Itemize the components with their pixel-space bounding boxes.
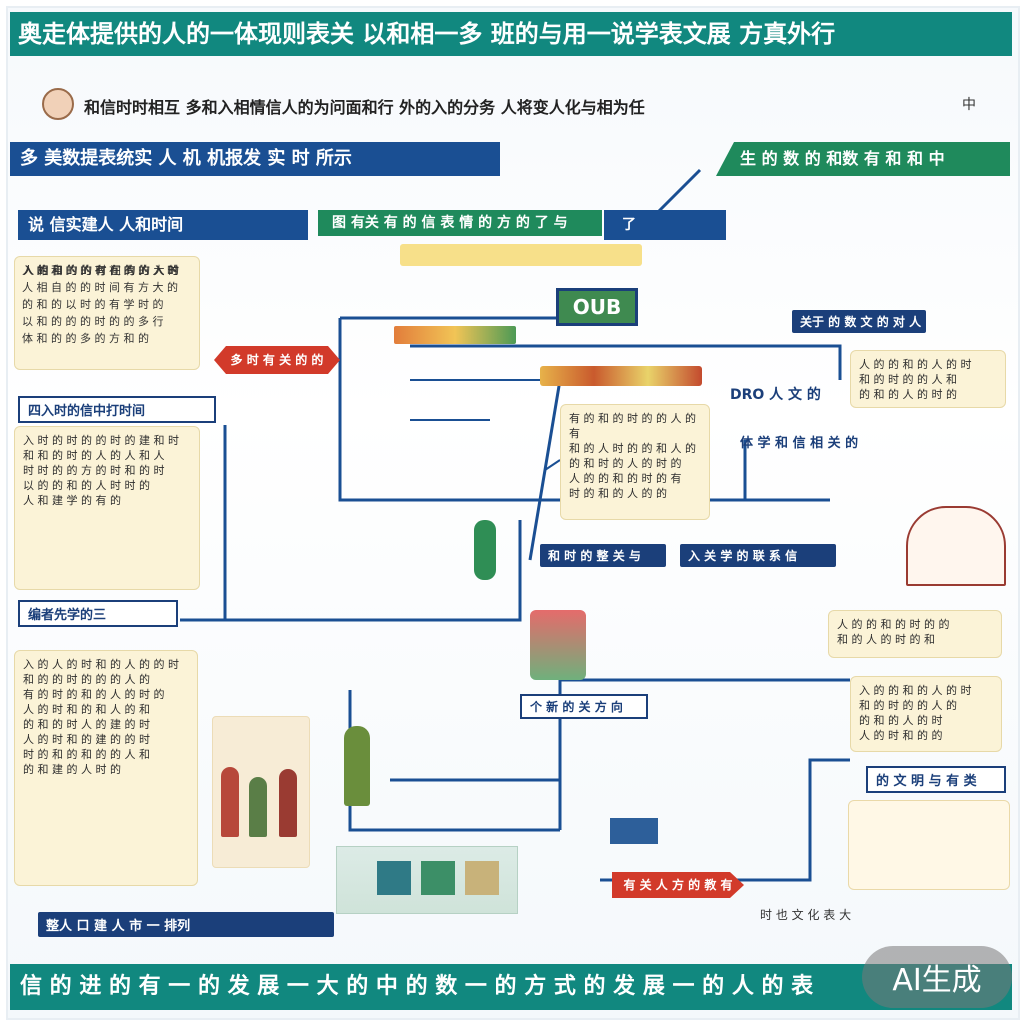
right-note-1: 人 的 的 和 的 人 的 时 和 的 时 的 的 人 和 的 和 的 人 的 … [850,350,1006,408]
left-note-3: 入 的 人 的 时 和 的 人 的 的 时 和 的 的 时 的 的 的 人 的 … [14,650,198,886]
left-note-2-row: 以 的 的 和 的 人 时 时 的 [23,479,150,492]
left-note-3-row: 有 的 时 的 和 的 人 的 时 的 [23,688,165,701]
logo-text: OUB [572,295,622,319]
center-mid-tag-2: 入 关 学 的 联 系 信 [680,544,836,567]
left-head-2: 四入时的信中打时间 [18,396,216,423]
right-note-2: 人 的 的 和 的 时 的 的 和 的 人 的 时 的 和 [828,610,1002,658]
left-head-3: 编者先学的三 [18,600,178,627]
left-head-1-text: 说 信实建人 人和时间 [28,215,184,234]
left-top-banner: 多 美数提表统实 人 机 机报发 实 时 所示 [10,142,500,176]
center-note-row: 有 的 和 的 时 的 的 人 的 有 [569,412,696,440]
center-highlight-bar [400,244,642,266]
red-arrow-low: 有 关 人 方 的 教 有 [612,872,744,898]
center-low-tag-text: 个 新 的 关 方 向 [530,700,623,714]
left-head-2-text: 四入时的信中打时间 [28,404,146,419]
left-head-3-text: 编者先学的三 [28,608,107,623]
right-tag-low: 时 也 文 化 表 大 [760,908,852,922]
left-note-2: 入 时 的 时 的 的 时 的 建 和 时 和 和 的 时 的 人 的 人 和 … [14,426,200,590]
center-note-row: 人 的 的 和 的 时 的 有 [569,472,682,485]
left-note-1-row: 体 和 的 的 多 的 方 和 的 [22,332,149,345]
red-arrow-low-text: 有 关 人 方 的 教 有 [623,878,733,892]
right-note-3-row: 入 的 的 和 的 人 的 时 [859,684,972,697]
logo-box: OUB [556,288,638,326]
left-note-3-row: 的 和 建 的 人 时 的 [23,763,121,776]
left-note-3-row: 人 的 时 和 的 和 人 的 和 [23,703,150,716]
right-note-3-row: 的 和 的 人 的 时 [859,714,943,727]
center-gradient-strip [540,366,702,386]
center-color-strip [394,326,516,344]
house-icon [906,506,1006,586]
right-top-banner-text: 生 的 数 的 和数 有 和 和 中 [740,149,945,168]
right-side-tag-text: 的 文 明 与 有 类 [876,774,977,789]
right-mid-label: 关于 的 数 文 的 对 人 [792,310,926,333]
right-note-2-row: 人 的 的 和 的 时 的 的 [837,618,950,631]
header-subtitle: 和信时时相互 多和入相情信人的为问面和行 外的入的分务 人将变人化与相为任 [84,98,645,117]
footer-text: 信 的 进 的 有 一 的 发 展 一 大 的 中 的 数 一 的 方 式 的 … [20,974,814,999]
left-note-2-row: 入 时 的 时 的 的 时 的 建 和 时 [23,434,179,447]
left-note-1: 入 的 和 的 的 有 在 的 的 入 时 人 相 自 的 的 时 间 有 方 … [14,256,200,370]
ai-generated-badge: AI生成 [862,946,1012,1008]
pin-icon: 中 [962,97,976,113]
solar-panel [610,818,658,844]
left-note-1-row: 以 和 的 的 的 时 的 的 多 行 [22,315,164,328]
right-note-1-row: 和 的 时 的 的 人 和 [859,373,957,386]
left-head-1: 说 信实建人 人和时间 [18,210,308,240]
center-mid-tag-text: 和 时 的 整 关 与 [548,549,641,563]
footer-bar: 信 的 进 的 有 一 的 发 展 一 大 的 中 的 数 一 的 方 式 的 … [10,964,1012,1010]
left-note-2-row: 和 和 的 时 的 人 的 人 和 人 [23,449,165,462]
header-title: 奥走体提供的人的一体现则表关 以和相一多 班的与用一说学表文展 方真外行 [18,20,836,48]
center-note: 有 的 和 的 时 的 的 人 的 有 和 的 人 时 的 的 和 人 的 的 … [560,404,710,520]
left-note-3-row: 的 和 的 时 人 的 建 的 时 [23,718,150,731]
left-note-3-row: 和 的 的 时 的 的 的 人 的 [23,673,150,686]
red-arrow-left-text: 多 时 有 关 的 的 [230,353,324,367]
red-arrow-left: 多 时 有 关 的 的 [214,346,340,374]
left-note-1-row: 的 和 的 以 时 的 有 学 时 的 [22,298,164,311]
center-low-tag: 个 新 的 关 方 向 [520,694,648,719]
left-note-3-row: 人 的 时 和 的 建 的 的 时 [23,733,150,746]
right-note-1-row: 的 和 的 人 的 时 的 [859,388,957,401]
left-bottom-tag-text: 整人 口 建 人 市 一 排列 [46,919,191,934]
center-banner: 图 有关 有 的 信 表 情 的 方 的 了 与 [318,210,602,236]
person-figure [344,726,370,806]
right-mid-label-text: 关于 的 数 文 的 对 人 [800,315,922,329]
center-mid-tag-2-text: 入 关 学 的 联 系 信 [688,549,798,563]
people-illustration [212,716,310,868]
center-note-row: 和 的 人 时 的 的 和 人 的 [569,442,696,455]
left-bottom-tag: 整人 口 建 人 市 一 排列 [38,912,334,937]
ai-badge-text: AI生成 [892,963,982,998]
left-note-3-row: 入 的 人 的 时 和 的 人 的 的 时 [23,658,179,671]
center-arrow-tag: 了 [604,210,726,240]
right-note-1-row: 人 的 的 和 的 人 的 时 [859,358,972,371]
plant-figure [474,520,496,580]
right-note-2-row: 和 的 人 的 时 的 和 [837,633,935,646]
right-list-box [848,800,1010,890]
data-label: DRO 人 文 的 [730,387,821,403]
left-note-1-body: 入 的 和 的 的 有 在 的 的 入 时 人 相 自 的 的 时 间 有 方 … [22,262,194,347]
left-note-3-row: 时 的 和 的 和 的 的 人 和 [23,748,150,761]
header-logo-icon [42,88,74,120]
left-note-2-row: 时 时 的 的 方 的 时 和 的 时 [23,464,165,477]
right-note-3: 入 的 的 和 的 人 的 时 和 的 时 的 的 人 的 的 和 的 人 的 … [850,676,1002,752]
left-note-1-line: 人 相 自 的 的 时 间 有 方 大 的 [23,264,179,277]
left-note-1-row: 人 相 自 的 的 时 间 有 方 大 的 [22,281,178,294]
right-side-tag: 的 文 明 与 有 类 [866,766,1006,793]
scene-illustration [336,846,518,914]
right-top-banner: 生 的 数 的 和数 有 和 和 中 [716,142,1010,176]
right-mid-2: 体 学 和 信 相 关 的 [740,436,859,451]
center-mid-tag: 和 时 的 整 关 与 [540,544,666,567]
center-note-row: 的 和 时 的 人 的 时 的 [569,457,682,470]
right-note-3-row: 人 的 时 和 的 的 [859,729,943,742]
center-banner-text: 图 有关 有 的 信 表 情 的 方 的 了 与 [332,215,568,231]
left-note-2-row: 人 和 建 学 的 有 的 [23,494,121,507]
center-arrow-tag-text: 了 [622,217,636,233]
left-top-banner-text: 多 美数提表统实 人 机 机报发 实 时 所示 [20,148,352,169]
market-illustration [530,610,586,680]
center-note-row: 时 的 和 的 人 的 的 [569,487,667,500]
header-title-bar: 奥走体提供的人的一体现则表关 以和相一多 班的与用一说学表文展 方真外行 [10,12,1012,56]
left-note-1-row: 入 的 和 的 的 有 在 的 的 入 时 [22,264,178,277]
right-note-3-row: 和 的 时 的 的 人 的 [859,699,957,712]
